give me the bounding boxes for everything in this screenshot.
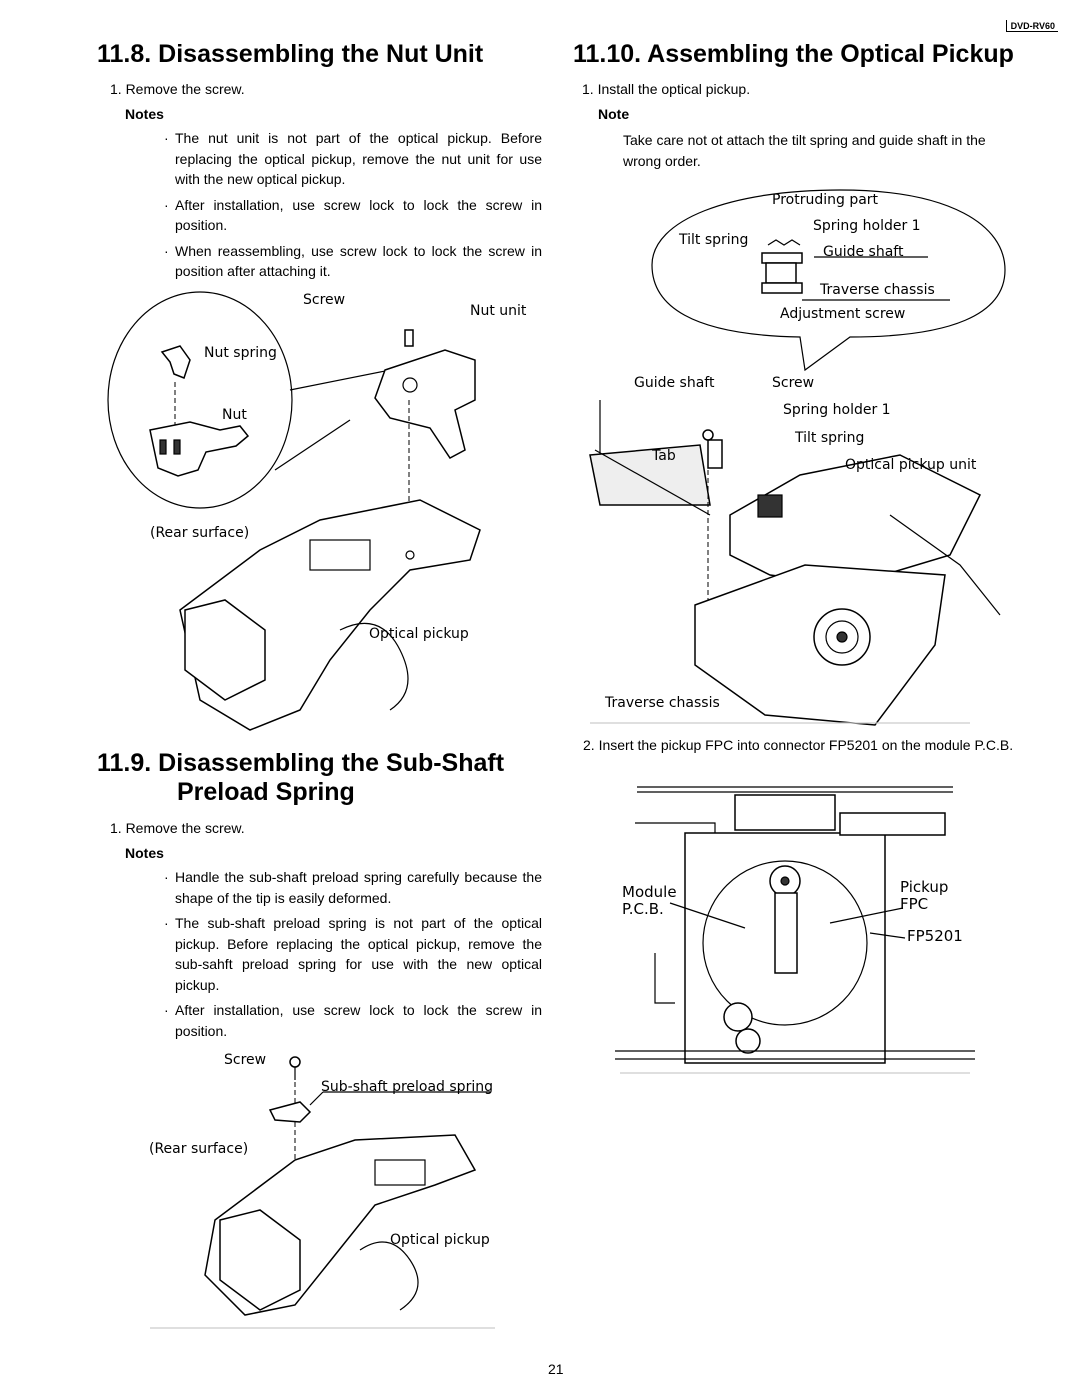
spring-holder-label-2: Spring holder 1 [783,402,891,418]
optical-pickup-assembly-drawing [589,189,1006,726]
optical-pickup-label: Optical pickup [390,1232,490,1248]
optical-pickup-label: Optical pickup [369,626,469,642]
module-label: Module [622,883,677,901]
pcb-label: P.C.B. [622,900,664,918]
fp5201-label: FP5201 [907,927,963,945]
section-118-notes: The nut unit is not part of the optical … [164,128,542,282]
section-118-title: 11.8. Disassembling the Nut Unit [97,40,484,68]
note-bullet: When reassembling, use screw lock to loc… [164,241,542,282]
section-118-step1: 1. Remove the screw. [110,81,245,97]
note-bullet: After installation, use screw lock to lo… [164,1000,542,1041]
module-pcb-drawing [615,786,975,1074]
fpc-label: FPC [900,895,929,913]
rear-surface-label: (Rear surface) [149,1141,249,1157]
section-119-step1: 1. Remove the screw. [110,820,245,836]
guide-shaft-label-2: Guide shaft [634,375,715,391]
nut-unit-figure: Screw Nut unit Nut spring Nut (Rear surf… [100,290,550,735]
note-bullet: Handle the sub-shaft preload spring care… [164,867,542,908]
sub-shaft-figure: Screw Sub-shaft preload spring (Rear sur… [145,1050,500,1330]
section-1110-note-text: Take care not ot attach the tilt spring … [623,132,986,169]
rear-surface-label: (Rear surface) [150,525,250,541]
optical-pickup-unit-label: Optical pickup unit [845,457,977,473]
spring-holder-label: Spring holder 1 [813,218,921,234]
nut-label: Nut [222,407,247,423]
screw-label: Screw [303,292,346,308]
nut-spring-label: Nut spring [204,345,277,361]
note-bullet: After installation, use screw lock to lo… [164,195,542,236]
section-119-notes: Handle the sub-shaft preload spring care… [164,867,542,1041]
page-number: 21 [548,1361,564,1377]
section-1110-step2: 2. Insert the pickup FPC into connector … [583,737,1014,753]
traverse-chassis-label-2: Traverse chassis [605,695,720,711]
section-119-title-line1: 11.9. Disassembling the Sub-Shaft [97,749,505,777]
traverse-chassis-label: Traverse chassis [820,282,935,298]
adjustment-screw-label: Adjustment screw [780,306,906,322]
model-tag: DVD-RV60 [1005,20,1058,32]
section-1110-note-heading: Note [598,106,630,122]
section-1110-step1: 1. Install the optical pickup. [582,81,751,97]
section-119-title-line2: Preload Spring [177,778,355,806]
note-bullet: The nut unit is not part of the optical … [164,128,542,190]
nut-unit-drawing [107,291,481,731]
optical-pickup-assembly-figure: Protruding part Spring holder 1 Tilt spr… [589,185,1010,726]
section-119-notes-heading: Notes [125,845,164,861]
tilt-spring-label: Tilt spring [679,232,749,248]
sub-shaft-drawing [150,1056,495,1329]
guide-shaft-label: Guide shaft [823,244,904,260]
tilt-spring-label-2: Tilt spring [795,430,865,446]
sub-shaft-spring-label: Sub-shaft preload spring [321,1079,493,1095]
tab-label: Tab [652,448,676,464]
screw-label: Screw [772,375,815,391]
section-118-notes-heading: Notes [125,106,164,122]
screw-label: Screw [224,1052,267,1068]
pickup-label: Pickup [900,878,949,896]
note-bullet: The sub-shaft preload spring is not part… [164,913,542,995]
protruding-part-label: Protruding part [772,192,879,208]
section-1110-title: 11.10. Assembling the Optical Pickup [573,40,1014,68]
nut-unit-label: Nut unit [470,303,527,319]
module-pcb-figure: Module P.C.B. Pickup FPC FP5201 [615,783,975,1075]
